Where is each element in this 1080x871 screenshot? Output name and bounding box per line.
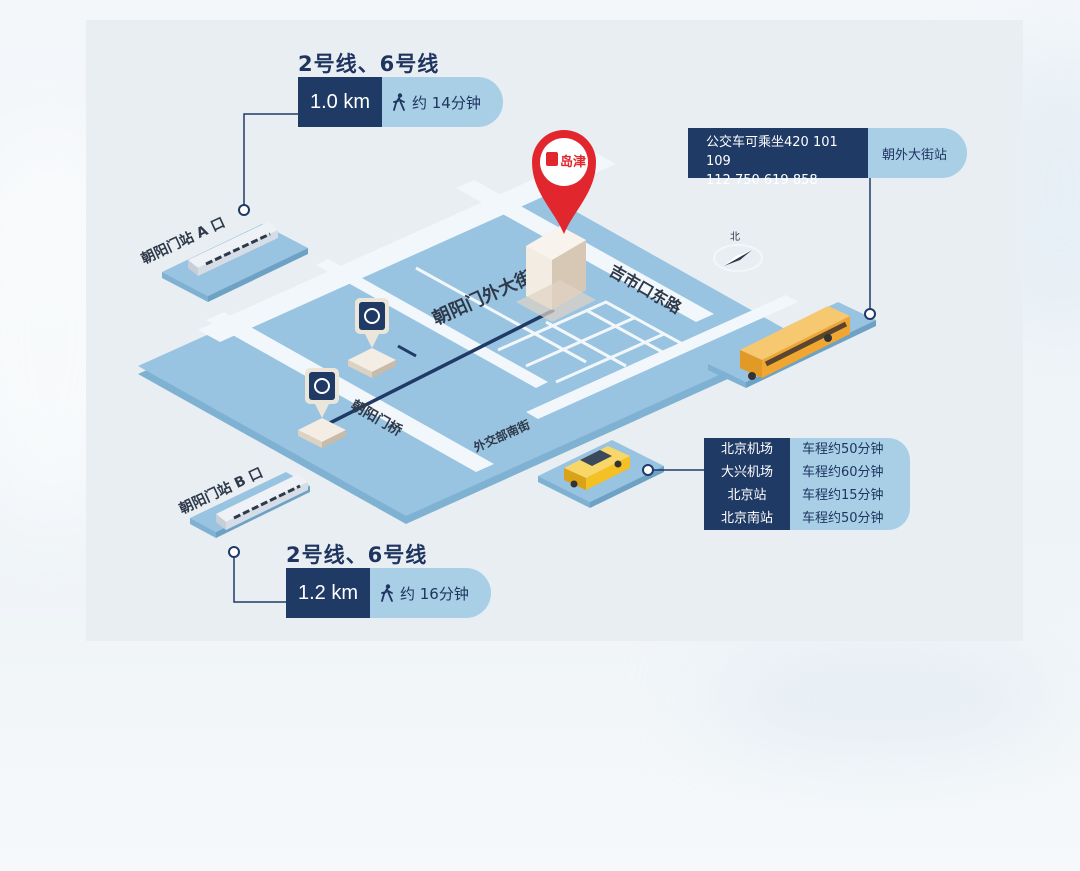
- taxi-icon: [564, 446, 630, 490]
- connector-dots: [228, 204, 876, 558]
- taxi-time: 车程约50分钟: [802, 511, 884, 526]
- bus-icon: [740, 306, 850, 380]
- subway-b-distance: 1.2 km: [286, 568, 370, 618]
- taxi-platform: [538, 440, 664, 508]
- taxi-time: 车程约15分钟: [802, 488, 884, 503]
- shimadzu-building: [516, 226, 596, 322]
- train-icon: [188, 222, 278, 276]
- subway-b-walk: 约 16分钟: [370, 568, 491, 618]
- compass-icon: 北: [713, 231, 763, 272]
- location-map: 朝阳门外大街 吉市口东路 朝阳门桥 外交部南街 北 岛津: [86, 20, 1023, 641]
- compass-north-label: 北: [730, 231, 740, 243]
- subway-icon: [314, 378, 330, 394]
- taxi-durations: 车程约50分钟 车程约60分钟 车程约15分钟 车程约50分钟: [790, 438, 910, 530]
- taxi-time: 车程约50分钟: [802, 442, 884, 457]
- bus-routes-line1: 公交车可乘坐420 101 109: [706, 135, 838, 169]
- taxi-time: 车程约60分钟: [802, 465, 884, 480]
- pin-logo-text: 岛津: [560, 154, 586, 170]
- subway-a-distance-pill: 1.0 km 约 14分钟: [298, 77, 503, 127]
- bus-stop-name: 朝外大街站: [882, 147, 948, 163]
- taxi-place: 北京机场: [720, 442, 773, 457]
- subway-b-lines: 2号线、6号线: [286, 543, 428, 567]
- city-block-grid: [415, 266, 687, 384]
- walking-person-icon: [393, 93, 405, 111]
- station-b-platform: 朝阳门站 B 口: [177, 464, 310, 538]
- taxi-destinations: 北京机场 大兴机场 北京站 北京南站: [704, 438, 790, 530]
- road-cross-1: [316, 259, 548, 388]
- bus-routes-line2: 112 750 619 858: [706, 173, 818, 188]
- subway-a-lines: 2号线、6号线: [298, 52, 440, 76]
- subway-marker-upper: [348, 298, 396, 378]
- bus-info-card: 公交车可乘坐420 101 109 112 750 619 858 朝外大街站: [688, 128, 968, 188]
- train-icon: [216, 474, 308, 530]
- subway-b-distance-pill: 1.2 km 约 16分钟: [286, 568, 491, 618]
- subway-marker-lower: [298, 368, 346, 448]
- background-blur-bottom: [700, 640, 1060, 760]
- subway-route-line: [307, 308, 555, 436]
- subway-a-walk-time: 约 14分钟: [412, 93, 481, 112]
- station-a-platform: 朝阳门站 A 口: [139, 214, 308, 302]
- bus-routes: 公交车可乘坐420 101 109 112 750 619 858: [688, 128, 868, 188]
- shimadzu-logo-icon: [546, 152, 558, 166]
- isometric-map-svg: 朝阳门外大街 吉市口东路 朝阳门桥 外交部南街 北 岛津: [138, 113, 876, 603]
- bus-platform: [708, 302, 876, 388]
- connector-lines: [233, 113, 871, 603]
- subway-a-distance: 1.0 km: [298, 77, 382, 127]
- taxi-place: 北京南站: [720, 511, 773, 526]
- subway-icon: [364, 308, 380, 324]
- location-pin-icon: 岛津: [532, 130, 596, 234]
- taxi-info-card: 北京机场 大兴机场 北京站 北京南站 车程约50分钟 车程约60分钟 车程约15…: [704, 438, 910, 530]
- walking-person-icon: [381, 584, 393, 602]
- taxi-place: 大兴机场: [720, 465, 773, 480]
- taxi-place: 北京站: [727, 488, 767, 503]
- subway-a-walk: 约 14分钟: [382, 77, 503, 127]
- road-lower-horizontal: [206, 312, 494, 472]
- road-waijiaobu: [526, 295, 798, 419]
- road-main-street: [198, 152, 616, 342]
- subway-b-walk-time: 约 16分钟: [400, 584, 469, 603]
- subway-route-dash: [397, 344, 417, 358]
